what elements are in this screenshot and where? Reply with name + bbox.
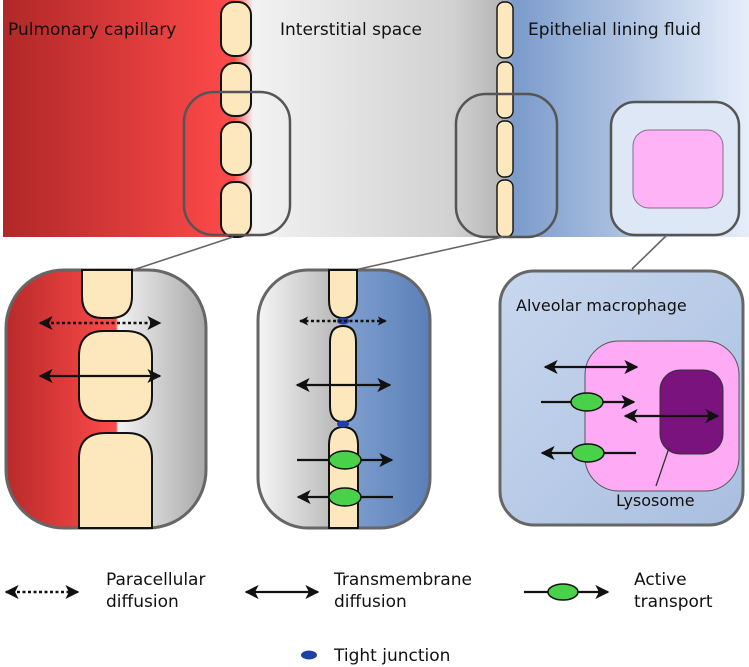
lysosome: [659, 369, 724, 455]
transporter: [328, 487, 362, 507]
endothelial-cell: [220, 181, 252, 238]
legend-transmembrane: Transmembrane diffusion: [244, 570, 472, 612]
connector-line: [349, 236, 504, 272]
legend-transmembrane-line2: diffusion: [334, 592, 407, 612]
epithelial-cell: [328, 425, 359, 529]
tight-junction: [337, 420, 349, 428]
epithelial-cell: [496, 120, 514, 178]
legend-paracellular: Paracellular diffusion: [4, 570, 205, 612]
transporter: [571, 443, 605, 463]
legend-active-line2: transport: [634, 592, 713, 612]
macrophage-label: Alveolar macrophage: [516, 296, 687, 315]
legend-paracellular-line1: Paracellular: [106, 570, 205, 590]
epithelial-cells: [496, 1, 514, 238]
epithelial-cell: [496, 61, 514, 119]
epithelial-cell: [496, 1, 514, 59]
endothelial-cell: [220, 121, 252, 176]
zoom-box-epithelium: [454, 92, 559, 239]
endothelial-cell: [220, 1, 252, 57]
endothelial-cell: [220, 62, 252, 117]
panel-macrophage: Alveolar macrophage Lysosome: [498, 269, 745, 527]
header-interstitial: Interstitial space: [280, 20, 422, 40]
panel-endothelium: [4, 268, 208, 530]
epithelial-cell: [496, 179, 514, 238]
legend-active-line1: Active: [634, 570, 687, 590]
connector-line: [129, 236, 234, 272]
legend: Paracellular diffusion Transmembrane dif…: [4, 570, 713, 666]
transporter: [328, 450, 362, 470]
endothelial-cell: [81, 269, 133, 319]
legend-active: Active transport: [524, 570, 713, 612]
blue-ellipse-icon: [301, 650, 317, 660]
transporter: [547, 583, 579, 601]
legend-tight-junction-label: Tight junction: [333, 646, 450, 666]
epithelial-cell: [329, 324, 357, 424]
zoom-box-endothelium: [182, 90, 292, 237]
legend-paracellular-line2: diffusion: [106, 592, 179, 612]
header-elf: Epithelial lining fluid: [528, 20, 701, 40]
endothelial-cells: [220, 1, 252, 238]
legend-transmembrane-line1: Transmembrane: [333, 570, 472, 590]
top-banner: Pulmonary capillary Interstitial space E…: [3, 0, 749, 239]
panel-epithelium: [256, 268, 432, 530]
header-capillary: Pulmonary capillary: [8, 20, 176, 40]
endothelial-cell: [78, 432, 153, 529]
lysosome-label: Lysosome: [616, 491, 695, 510]
connector-line: [631, 234, 668, 270]
legend-tight-junction: Tight junction: [301, 646, 450, 666]
lysosome-pointer: [655, 447, 670, 487]
transporter: [570, 392, 604, 412]
macrophage-thumbnail: [632, 129, 724, 209]
epithelial-cell: [328, 269, 358, 320]
